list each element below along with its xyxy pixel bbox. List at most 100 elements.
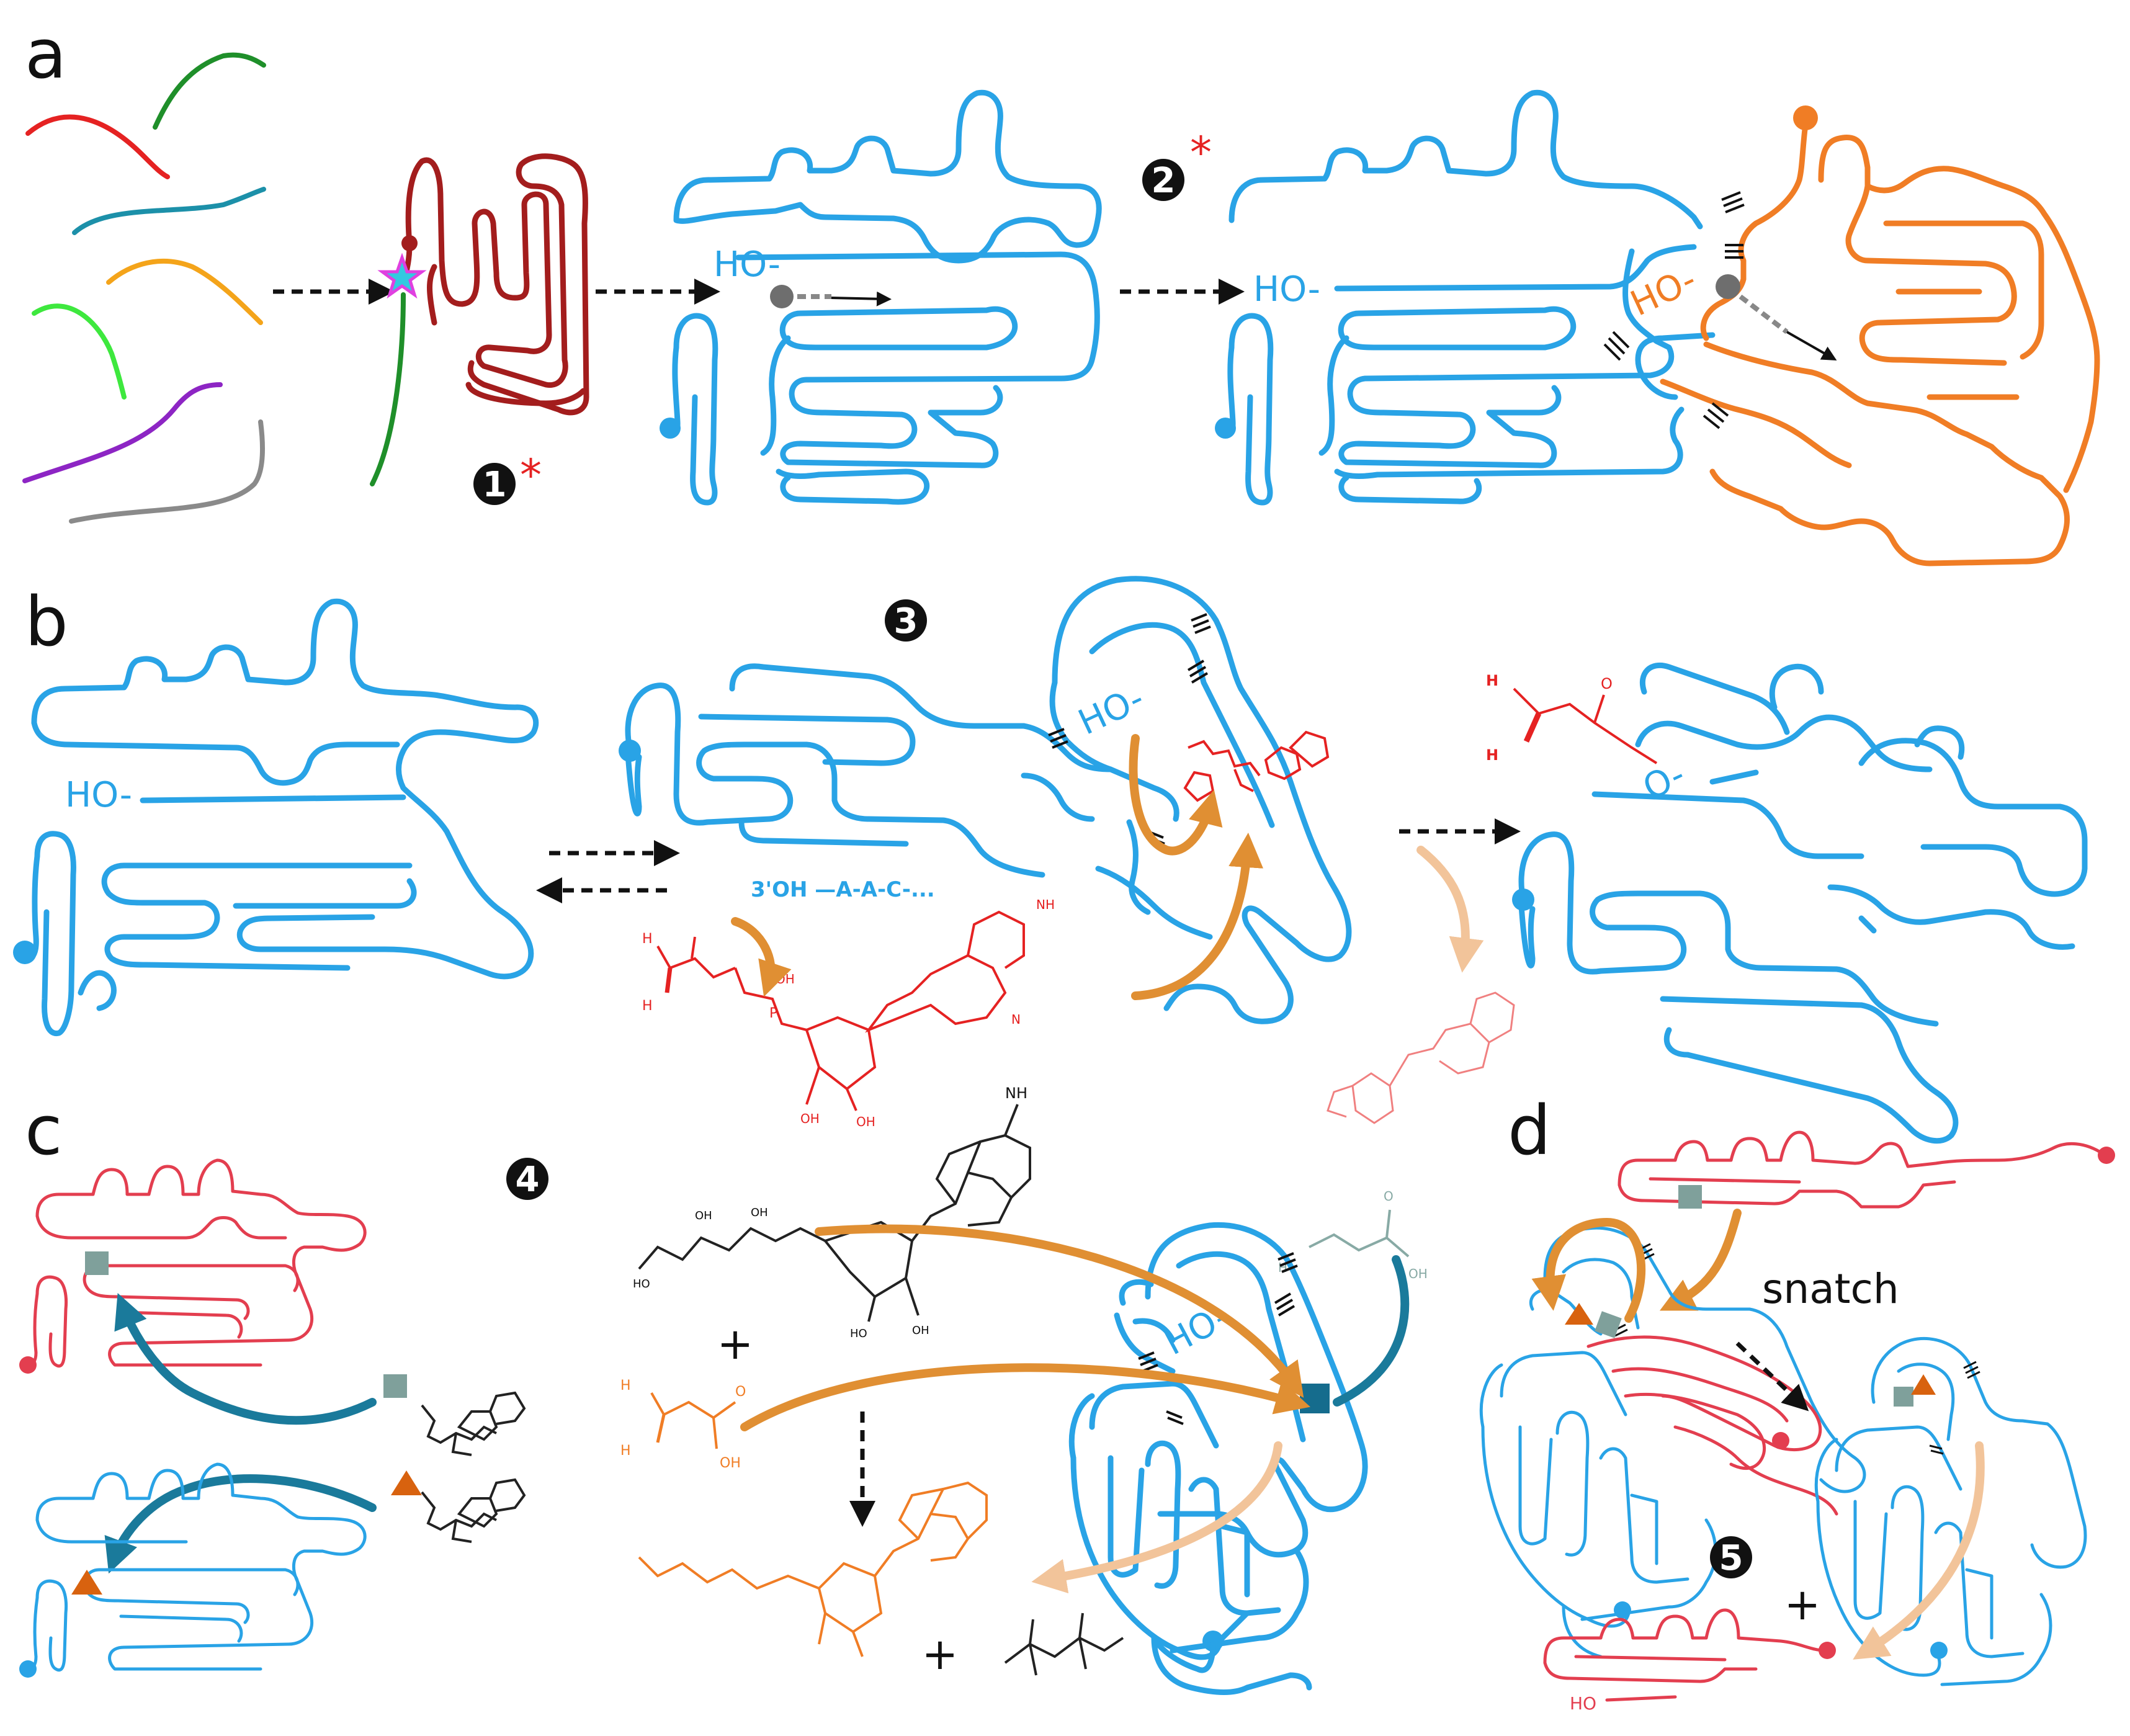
pink-rna-c (19, 1158, 367, 1374)
arrow-d (1735, 1341, 1809, 1412)
pink-template-d (1618, 1130, 2115, 1209)
nucleotide-glyph-1 (421, 1391, 526, 1456)
atp-molecule: HO OH OH NH HO OH (633, 1085, 1031, 1340)
panel-b: HO- 3 (13, 576, 2088, 1144)
snatch-label: snatch (1762, 1265, 1899, 1313)
square-tag-free (383, 1374, 407, 1398)
step-number-1: 1 (483, 465, 507, 505)
svg-text:OH: OH (695, 1209, 712, 1222)
polymerase-ribozyme-b1: HO- (13, 598, 539, 1036)
glycine-molecule: H O OH (1278, 1189, 1428, 1281)
svg-text:OH: OH (776, 972, 795, 987)
asterisk-2: * (1190, 127, 1212, 178)
svg-text:H: H (642, 931, 653, 947)
flow-arrow-d-loop (1531, 1217, 1646, 1323)
pyrophosphate-molecule (1004, 1613, 1124, 1676)
polymerase-ribozyme-a: HO- (660, 89, 1102, 506)
panel-d: snatch 5 + (1479, 1130, 2115, 1714)
svg-text:H: H (620, 1443, 631, 1459)
svg-text:H: H (1486, 746, 1498, 764)
release-arrow-d (1853, 1441, 1985, 1660)
flow-arrow-b1 (731, 917, 792, 997)
flow-arrow-c2 (740, 1363, 1310, 1431)
released-pink-strand: HO (1543, 1608, 1836, 1714)
svg-text:O: O (735, 1384, 746, 1400)
flow-arrow-d1 (1659, 1209, 1742, 1311)
square-tag-active-site (1300, 1384, 1330, 1413)
svg-text:P: P (769, 1006, 777, 1021)
triangle-tag-d2 (1911, 1374, 1936, 1395)
svg-text:NH: NH (1005, 1085, 1027, 1102)
ho-label-a1: HO- (714, 244, 781, 285)
panel-label-c: c (25, 1091, 62, 1170)
synthetase-ribozyme-c: HO- (1068, 1222, 1368, 1695)
released-amp-molecule (1327, 991, 1515, 1124)
ho-label-b2: HO- (1072, 678, 1150, 743)
step-number-2: 2 (1152, 161, 1176, 201)
nucleotide-glyph-2 (421, 1478, 526, 1543)
step-number-3: 3 (894, 601, 918, 642)
blue-ribozyme-d (1814, 1336, 2087, 1686)
release-arrow-b (1416, 846, 1484, 973)
teal-arrow-c1 (114, 1293, 377, 1425)
ho-label-b1: HO- (65, 775, 132, 815)
plus-c2: + (922, 1629, 959, 1680)
svg-text:OH: OH (1408, 1266, 1428, 1281)
svg-text:H: H (1486, 672, 1498, 689)
svg-text:O: O (1384, 1189, 1394, 1204)
svg-text:OH: OH (856, 1114, 875, 1129)
aminoacylated-rna: H H O O- (1486, 662, 2088, 1144)
svg-text:HO: HO (633, 1277, 650, 1291)
svg-text:OH: OH (751, 1206, 768, 1219)
triangle-tag-bound (71, 1570, 102, 1595)
aminoacylation-ribozyme: HO- (619, 576, 1352, 1024)
star-icon (377, 253, 427, 299)
svg-text:N: N (1011, 1012, 1021, 1027)
step-badge-3 (885, 599, 927, 642)
oligomer-strands (22, 52, 266, 524)
ho-label-d: HO (1570, 1693, 1596, 1714)
step-badge-1 (473, 463, 516, 505)
step-badge-4 (506, 1158, 548, 1200)
triangle-tag-free (391, 1470, 422, 1495)
alanine-molecule: H H O OH (620, 1378, 746, 1471)
panel-a: 1 * HO- 2 * (22, 52, 2100, 566)
svg-text:O: O (1601, 675, 1613, 692)
teal-arrow-c3 (1333, 1255, 1410, 1407)
panel-label-b: b (25, 582, 68, 661)
ho-label-orange: HO- (1624, 259, 1702, 324)
asterisk-1: * (520, 450, 542, 501)
plus-d: + (1784, 1579, 1821, 1630)
svg-text:H: H (642, 998, 653, 1014)
panel-label-a: a (25, 14, 66, 94)
svg-text:H: H (620, 1378, 631, 1394)
plus-c1: + (717, 1318, 754, 1369)
step-number-4: 4 (516, 1160, 540, 1200)
square-tag-d2 (1894, 1387, 1913, 1407)
svg-text:HO: HO (850, 1327, 867, 1340)
flow-arrow-c1 (815, 1224, 1304, 1398)
ho-label-c: HO- (1158, 1296, 1236, 1363)
svg-text:NH: NH (1036, 897, 1055, 912)
svg-text:OH: OH (800, 1111, 820, 1126)
teal-arrow-c2 (104, 1474, 377, 1574)
alanyl-amp-product (638, 1481, 988, 1657)
polymerase-copying-complex: HO- HO- (1215, 89, 2100, 566)
alanyl-adenylate-molecule: H H OH P OH OH NH N (642, 897, 1055, 1129)
svg-text:OH: OH (912, 1324, 929, 1337)
panel-label-d: d (1508, 1091, 1551, 1170)
blue-rna-c (19, 1462, 367, 1678)
step-number-5: 5 (1719, 1538, 1743, 1578)
square-tag-d1 (1595, 1311, 1622, 1338)
panel-c: 4 HO OH OH NH HO OH + H H O OH (19, 1085, 1428, 1695)
square-tag-d (1678, 1185, 1702, 1209)
ligase-ribozyme (370, 153, 589, 486)
step-badge-2 (1142, 159, 1184, 201)
step-badge-5 (1710, 1536, 1752, 1578)
flow-arrow-b2 (1131, 833, 1264, 1000)
release-arrow-c (1031, 1441, 1282, 1594)
svg-text:OH: OH (720, 1456, 741, 1471)
triangle-tag-d1 (1565, 1303, 1593, 1325)
